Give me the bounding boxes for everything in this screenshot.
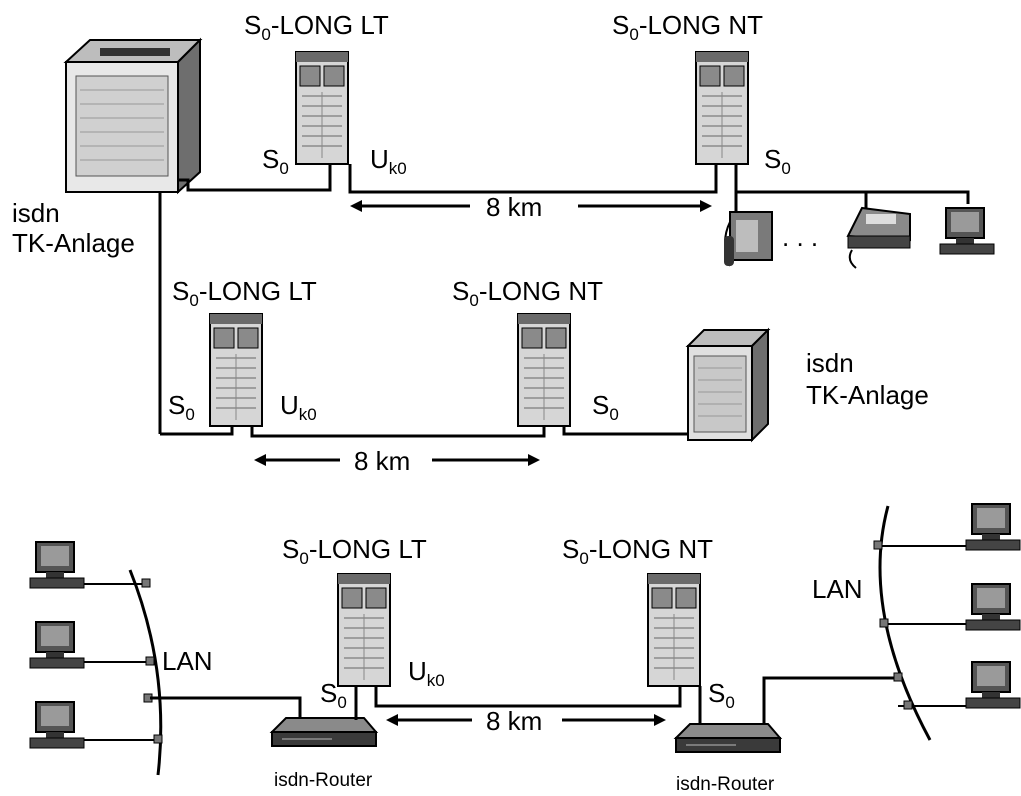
lan-label-left: LAN bbox=[162, 646, 213, 676]
lan-bus-left bbox=[128, 569, 163, 776]
s0-label-middle-left: S0 bbox=[168, 390, 195, 424]
nt-title-top: S0-LONG NT bbox=[612, 10, 763, 44]
s0-label-middle-right: S0 bbox=[592, 390, 619, 424]
telephone-icon bbox=[724, 211, 773, 267]
pbx-cabinet-top bbox=[63, 37, 203, 195]
nt-device-middle bbox=[517, 313, 571, 427]
pc-icon-left-1 bbox=[29, 541, 85, 589]
router-label-right: isdn-Router bbox=[676, 774, 775, 795]
router-label-left: isdn-Router bbox=[274, 770, 373, 791]
uk0-wire-top bbox=[348, 164, 718, 194]
nt-device-top bbox=[695, 51, 749, 165]
lt-device-middle bbox=[209, 313, 263, 427]
s0-label-top-right: S0 bbox=[764, 144, 791, 178]
nt-title-middle: S0-LONG NT bbox=[452, 276, 603, 310]
pbx-label-line2: TK-Anlage bbox=[12, 228, 135, 258]
pc-icon-right-2 bbox=[965, 583, 1021, 631]
s0-label-bottom-right: S0 bbox=[708, 678, 735, 712]
pc-icon-top bbox=[939, 207, 995, 255]
s0-wire-top-left bbox=[178, 164, 332, 192]
nt-device-bottom bbox=[647, 573, 701, 687]
nt-title-bottom: S0-LONG NT bbox=[562, 534, 713, 568]
lt-title-bottom: S0-LONG LT bbox=[282, 534, 427, 568]
lan-to-router-left bbox=[150, 696, 302, 718]
pc-icon-right-1 bbox=[965, 503, 1021, 551]
s0-label-top-left: S0 bbox=[262, 144, 289, 178]
lan-bus-right bbox=[878, 505, 932, 741]
router-right bbox=[675, 723, 781, 753]
fax-icon bbox=[846, 206, 911, 269]
s0-label-bottom-left: S0 bbox=[320, 678, 347, 712]
pbx-label-middle-line1: isdn bbox=[806, 348, 854, 378]
router-left bbox=[271, 717, 377, 747]
s0-wire-middle-right bbox=[562, 426, 710, 436]
lan-label-right: LAN bbox=[812, 574, 863, 604]
pc-icon-left-2 bbox=[29, 621, 85, 669]
ellipsis-devices: . . . bbox=[782, 222, 818, 252]
pbx-label-line1: isdn bbox=[12, 198, 60, 228]
router-to-lan-right bbox=[762, 676, 898, 724]
lt-device-bottom bbox=[337, 573, 391, 687]
distance-arrow-top bbox=[350, 200, 712, 212]
uk0-label-top: Uk0 bbox=[370, 144, 407, 178]
uk0-wire-bottom bbox=[374, 686, 682, 708]
pbx-label-middle-line2: TK-Anlage bbox=[806, 380, 929, 410]
distance-arrow-middle bbox=[254, 454, 540, 466]
uk0-label-bottom: Uk0 bbox=[408, 656, 445, 690]
lt-title-top: S0-LONG LT bbox=[244, 10, 389, 44]
lt-title-middle: S0-LONG LT bbox=[172, 276, 317, 310]
distance-label-bottom: 8 km bbox=[486, 706, 542, 736]
uk0-label-middle: Uk0 bbox=[280, 390, 317, 424]
pc-icon-left-3 bbox=[29, 701, 85, 749]
distance-label-top: 8 km bbox=[486, 192, 542, 222]
s0-bus-top bbox=[734, 164, 970, 204]
pbx-cabinet-middle bbox=[685, 327, 771, 443]
distance-label-middle: 8 km bbox=[354, 446, 410, 476]
lt-device-top bbox=[295, 51, 349, 165]
distance-arrow-bottom bbox=[386, 714, 666, 726]
uk0-wire-middle bbox=[250, 426, 546, 438]
s0-wire-middle-left bbox=[160, 426, 234, 436]
pc-icon-right-3 bbox=[965, 661, 1021, 709]
